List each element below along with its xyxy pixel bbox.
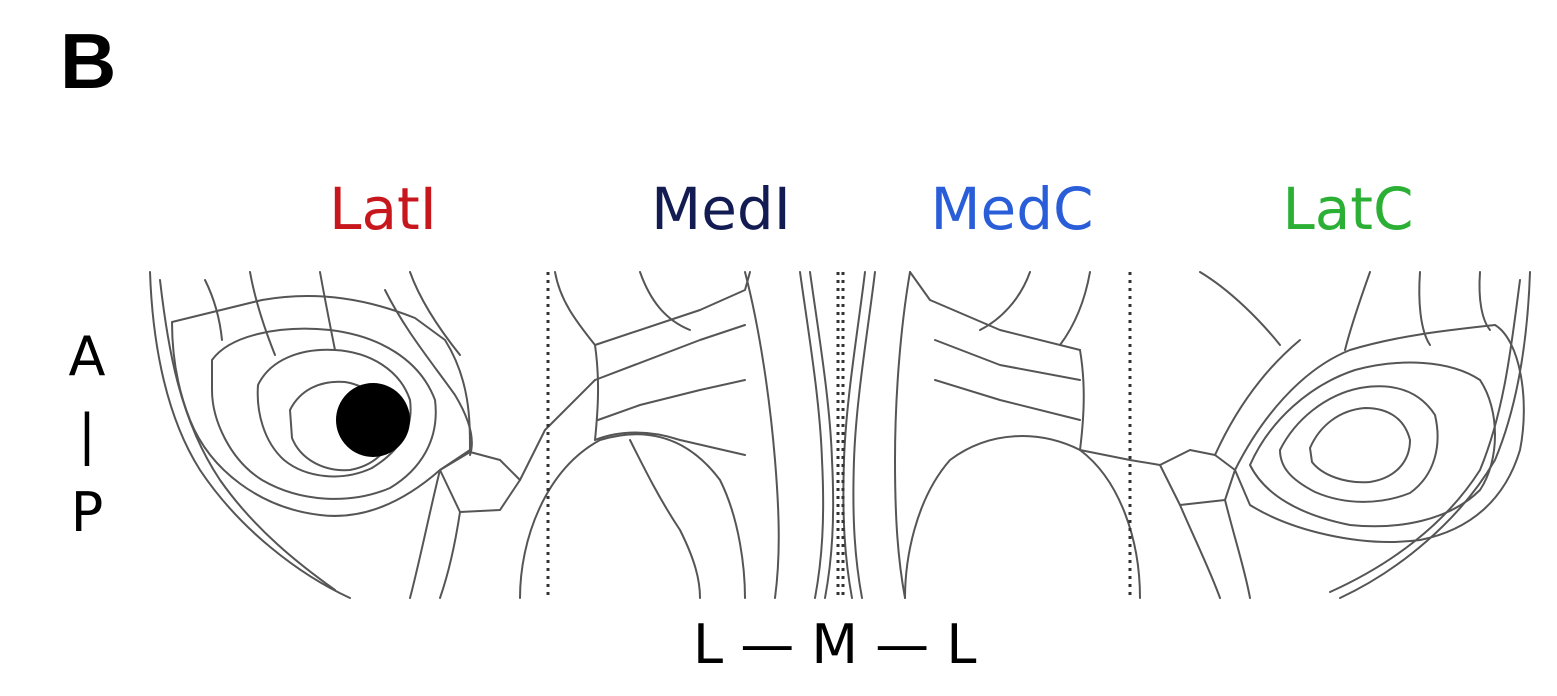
right-outer-contour-inner	[1330, 280, 1520, 592]
medl-outline-2	[595, 272, 750, 345]
right-fold-2	[1479, 272, 1490, 330]
medl-edge	[800, 272, 823, 598]
medc-fold-2	[1080, 350, 1084, 450]
medc-fold-1	[980, 272, 1030, 330]
medl-outline-3	[595, 325, 745, 380]
right-fold-4	[1200, 272, 1280, 345]
left-fold-1	[250, 272, 275, 355]
medc-outline-3	[935, 340, 1080, 380]
left-branch	[520, 380, 595, 480]
medc-arch	[905, 436, 1140, 598]
medl-outline-4	[598, 380, 745, 420]
medc-outline-4	[935, 380, 1080, 420]
right-ring-1	[1235, 325, 1524, 542]
right-junction	[1160, 450, 1235, 505]
medl-fold-2	[630, 440, 700, 598]
medc-edge	[843, 272, 865, 598]
medc-fold-4	[1060, 272, 1090, 345]
right-outer-contour	[1340, 272, 1530, 598]
injection-site-marker	[336, 383, 410, 457]
medc-edge-2	[853, 272, 875, 598]
left-stem-2	[440, 512, 460, 598]
medc-branch	[1080, 450, 1160, 465]
right-stem-2	[1180, 505, 1220, 598]
right-ring-3	[1280, 386, 1438, 502]
medc-outline-2	[910, 272, 1080, 350]
right-fold-3	[1345, 272, 1370, 350]
medl-fold-3	[745, 272, 779, 598]
right-stem-1	[1225, 500, 1250, 598]
medl-arch	[520, 434, 745, 598]
medc-fold-3	[895, 272, 910, 598]
left-fold-3	[320, 272, 335, 350]
left-outer-contour-inner	[160, 280, 335, 590]
right-ring-4	[1310, 408, 1410, 482]
